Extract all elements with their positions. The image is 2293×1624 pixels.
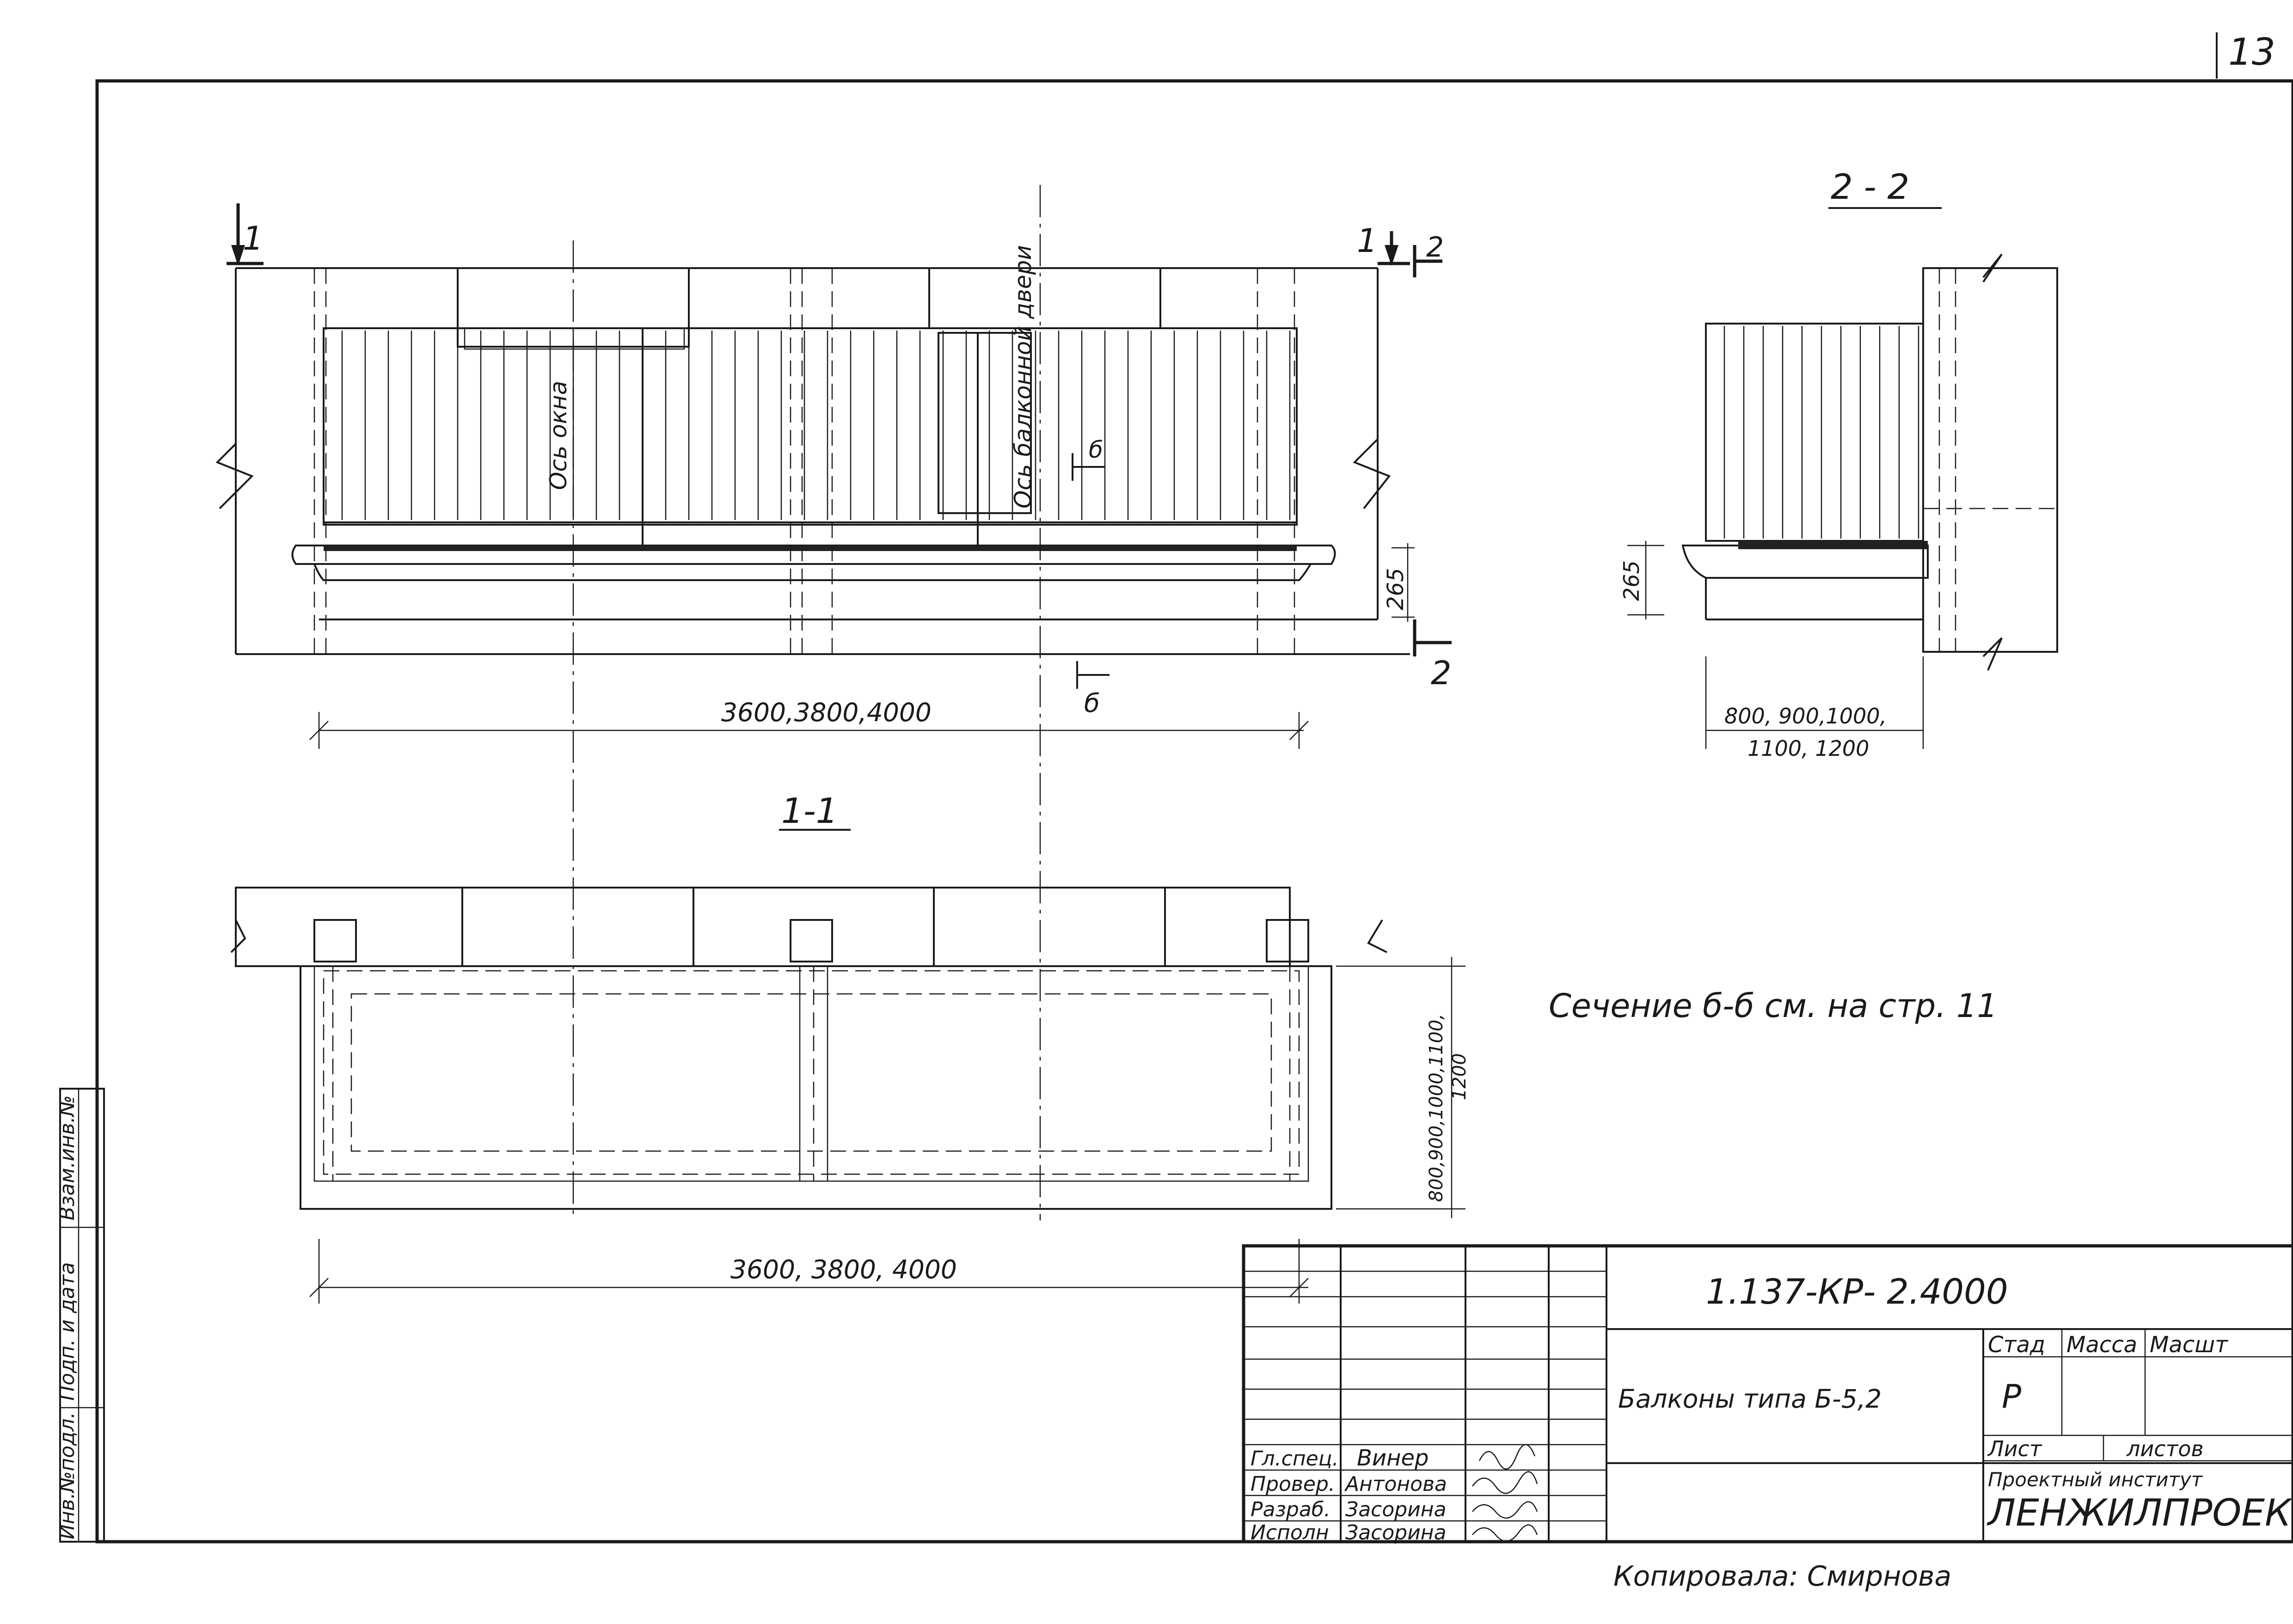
side-stamp-podp: Подп. и дата	[55, 1262, 79, 1401]
page-number: 13	[2228, 31, 2275, 74]
sheets-label: листов	[2126, 1436, 2204, 1461]
name-4: Засорина	[1345, 1521, 1447, 1544]
mass-header: Масса	[2066, 1332, 2137, 1358]
door-axis-label: Ось балконной двери	[1010, 245, 1036, 509]
name-1: Винер	[1357, 1445, 1429, 1471]
doc-code: 1.137-КР- 2.4000	[1706, 1271, 2008, 1312]
side-railing-balusters	[1723, 326, 1919, 539]
cut-1-right-label: 1	[1357, 222, 1378, 260]
plan-depth-dim-1: 800,900,1000,1100,	[1426, 1014, 1447, 1202]
role-3: Разраб.	[1251, 1498, 1330, 1521]
side-stamp-inv: Инв.№подл.	[55, 1412, 79, 1539]
signature-3	[1472, 1501, 1538, 1519]
cut-1-left-label: 1	[243, 220, 264, 257]
cut-b-top-label: б	[1089, 436, 1103, 463]
signature-2	[1471, 1471, 1538, 1494]
role-2: Провер.	[1251, 1472, 1335, 1496]
side-depth-dim-1: 800, 900,1000,	[1724, 704, 1887, 729]
cut-2-bottom-label: 2	[1431, 654, 1452, 692]
sheet-label: Лист	[1987, 1436, 2042, 1461]
stage-value: Р	[2002, 1378, 2022, 1416]
plan-depth-dim-2: 1200	[1449, 1053, 1470, 1100]
stage-header: Стад	[1988, 1332, 2045, 1358]
side-stamp: Взам.инв.№ Подп. и дата Инв.№подл.	[55, 1088, 105, 1543]
section-2-2: 2 - 2 265 800, 900,1000, 1100, 1200	[1619, 166, 2058, 761]
institute-line1: Проектный институт	[1988, 1468, 2203, 1491]
facade-height-dim: 265	[1383, 568, 1409, 610]
name-2: Антонова	[1344, 1472, 1447, 1496]
facade-view: Ось окна Ось балконной двери 1 1 2 2 б б…	[215, 185, 1452, 1220]
side-stamp-vzam: Взам.инв.№	[55, 1095, 79, 1220]
drawing-title: Балконы типа Б-5,2	[1618, 1384, 1882, 1414]
section-2-2-title: 2 - 2	[1831, 166, 1909, 207]
cut-b-bottom-label: б	[1084, 688, 1100, 718]
signature-1	[1478, 1444, 1536, 1470]
facade-length-dim: 3600,3800,4000	[721, 698, 932, 727]
railing-balusters	[341, 331, 1291, 520]
cut-2-top-label: 2	[1426, 231, 1444, 264]
section-1-1-title: 1-1	[781, 791, 838, 831]
side-depth-dim-2: 1100, 1200	[1747, 736, 1869, 761]
title-block: 1.137-КР- 2.4000 Балконы типа Б-5,2 Стад…	[1242, 1244, 2293, 1544]
side-height-dim: 265	[1619, 560, 1644, 601]
sheet-frame	[95, 79, 2293, 1544]
role-4: Исполн	[1251, 1521, 1329, 1544]
copied-by: Копировала: Смирнова	[1613, 1560, 1951, 1593]
plan-length-dim: 3600, 3800, 4000	[730, 1255, 957, 1284]
section-1-1: 1-1 800,900,1000,1100, 1200	[230, 791, 1470, 1304]
institute-line2: ЛЕНЖИЛПРОЕКТ	[1986, 1491, 2293, 1534]
section-b-note: Сечение б-б см. на стр. 11	[1549, 987, 1998, 1025]
name-3: Засорина	[1345, 1498, 1447, 1521]
window-axis-label: Ось окна	[545, 381, 572, 490]
signature-4	[1472, 1524, 1538, 1542]
scale-header: Масшт	[2150, 1332, 2229, 1358]
role-1: Гл.спец.	[1251, 1447, 1339, 1471]
